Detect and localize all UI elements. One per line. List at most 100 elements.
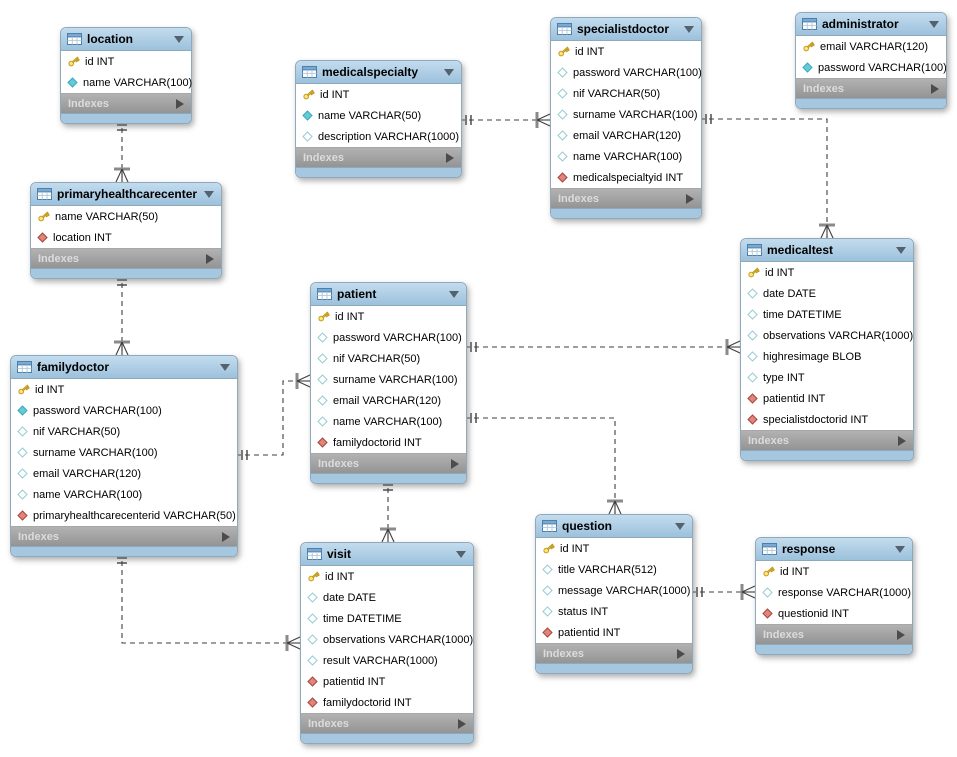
indexes-row[interactable]: Indexes [551, 188, 701, 208]
expand-arrow-icon[interactable] [898, 435, 906, 446]
column-row[interactable]: id INT [11, 379, 237, 400]
indexes-row[interactable]: Indexes [796, 78, 946, 98]
column-row[interactable]: email VARCHAR(120) [796, 36, 946, 57]
indexes-row[interactable]: Indexes [756, 624, 912, 644]
expand-arrow-icon[interactable] [451, 458, 459, 469]
collapse-arrow-icon[interactable] [456, 550, 466, 558]
indexes-row[interactable]: Indexes [741, 430, 913, 450]
column-row[interactable]: name VARCHAR(100) [311, 411, 466, 432]
expand-arrow-icon[interactable] [931, 83, 939, 94]
column-row[interactable]: nif VARCHAR(50) [551, 83, 701, 104]
column-row[interactable]: password VARCHAR(100) [311, 327, 466, 348]
column-row[interactable]: time DATETIME [741, 304, 913, 325]
column-row[interactable]: id INT [311, 306, 466, 327]
expand-arrow-icon[interactable] [897, 629, 905, 640]
relationship-familydoctor-visit[interactable] [117, 552, 301, 651]
column-row[interactable]: email VARCHAR(120) [11, 463, 237, 484]
column-row[interactable]: name VARCHAR(100) [551, 146, 701, 167]
expand-arrow-icon[interactable] [206, 253, 214, 264]
column-row[interactable]: date DATE [301, 587, 473, 608]
indexes-row[interactable]: Indexes [31, 248, 221, 268]
column-row[interactable]: password VARCHAR(100) [11, 400, 237, 421]
column-row[interactable]: nif VARCHAR(50) [11, 421, 237, 442]
expand-arrow-icon[interactable] [176, 98, 184, 109]
column-row[interactable]: email VARCHAR(120) [551, 125, 701, 146]
column-row[interactable]: id INT [296, 84, 461, 105]
relationship-patient-question[interactable] [465, 413, 623, 515]
column-row[interactable]: questionid INT [756, 603, 912, 624]
relationship-specialistdoctor-medicaltest[interactable] [700, 114, 835, 239]
table-header[interactable]: visit [301, 543, 473, 566]
collapse-arrow-icon[interactable] [929, 20, 939, 28]
table-header[interactable]: patient [311, 283, 466, 306]
column-row[interactable]: nif VARCHAR(50) [311, 348, 466, 369]
expand-arrow-icon[interactable] [677, 648, 685, 659]
column-row[interactable]: patientid INT [536, 622, 692, 643]
column-row[interactable]: id INT [536, 538, 692, 559]
column-row[interactable]: name VARCHAR(50) [296, 105, 461, 126]
indexes-row[interactable]: Indexes [311, 453, 466, 473]
column-row[interactable]: patientid INT [741, 388, 913, 409]
column-row[interactable]: response VARCHAR(1000) [756, 582, 912, 603]
collapse-arrow-icon[interactable] [895, 545, 905, 553]
column-row[interactable]: title VARCHAR(512) [536, 559, 692, 580]
table-header[interactable]: medicaltest [741, 239, 913, 262]
column-row[interactable]: familydoctorid INT [311, 432, 466, 453]
table-header[interactable]: specialistdoctor [551, 18, 701, 41]
collapse-arrow-icon[interactable] [896, 246, 906, 254]
column-row[interactable]: observations VARCHAR(1000) [741, 325, 913, 346]
column-row[interactable]: surname VARCHAR(100) [311, 369, 466, 390]
column-row[interactable]: location INT [31, 227, 221, 248]
column-row[interactable]: id INT [551, 41, 701, 62]
table-header[interactable]: administrator [796, 13, 946, 36]
table-header[interactable]: response [756, 538, 912, 561]
column-row[interactable]: id INT [301, 566, 473, 587]
column-row[interactable]: message VARCHAR(1000) [536, 580, 692, 601]
indexes-row[interactable]: Indexes [296, 147, 461, 167]
relationship-medicalspecialty-specialistdoctor[interactable] [460, 112, 551, 128]
table-header[interactable]: question [536, 515, 692, 538]
expand-arrow-icon[interactable] [686, 193, 694, 204]
column-row[interactable]: type INT [741, 367, 913, 388]
column-row[interactable]: email VARCHAR(120) [311, 390, 466, 411]
indexes-row[interactable]: Indexes [61, 93, 191, 113]
expand-arrow-icon[interactable] [458, 718, 466, 729]
table-header[interactable]: familydoctor [11, 356, 237, 379]
relationship-familydoctor-patient[interactable] [236, 373, 311, 460]
relationship-patient-visit[interactable] [380, 479, 396, 543]
column-row[interactable]: id INT [741, 262, 913, 283]
table-header[interactable]: primaryhealthcarecenter [31, 183, 221, 206]
column-row[interactable]: patientid INT [301, 671, 473, 692]
column-row[interactable]: description VARCHAR(1000) [296, 126, 461, 147]
indexes-row[interactable]: Indexes [301, 713, 473, 733]
column-row[interactable]: name VARCHAR(100) [61, 72, 192, 93]
column-row[interactable]: result VARCHAR(1000) [301, 650, 473, 671]
table-header[interactable]: location [61, 28, 191, 51]
column-row[interactable]: surname VARCHAR(100) [11, 442, 237, 463]
indexes-row[interactable]: Indexes [536, 643, 692, 663]
collapse-arrow-icon[interactable] [204, 190, 214, 198]
column-row[interactable]: observations VARCHAR(1000) [301, 629, 473, 650]
column-row[interactable]: familydoctorid INT [301, 692, 473, 713]
column-row[interactable]: primaryhealthcarecenterid VARCHAR(50) [11, 505, 237, 526]
column-row[interactable]: specialistdoctorid INT [741, 409, 913, 430]
expand-arrow-icon[interactable] [222, 531, 230, 542]
collapse-arrow-icon[interactable] [444, 68, 454, 76]
expand-arrow-icon[interactable] [446, 152, 454, 163]
collapse-arrow-icon[interactable] [220, 363, 230, 371]
collapse-arrow-icon[interactable] [684, 25, 694, 33]
relationship-primaryhealthcarecenter-familydoctor[interactable] [114, 274, 130, 356]
relationship-location-primaryhealthcarecenter[interactable] [114, 119, 130, 183]
table-header[interactable]: medicalspecialty [296, 61, 461, 84]
relationship-question-response[interactable] [691, 584, 756, 600]
column-row[interactable]: name VARCHAR(100) [11, 484, 237, 505]
indexes-row[interactable]: Indexes [11, 526, 237, 546]
collapse-arrow-icon[interactable] [449, 290, 459, 298]
